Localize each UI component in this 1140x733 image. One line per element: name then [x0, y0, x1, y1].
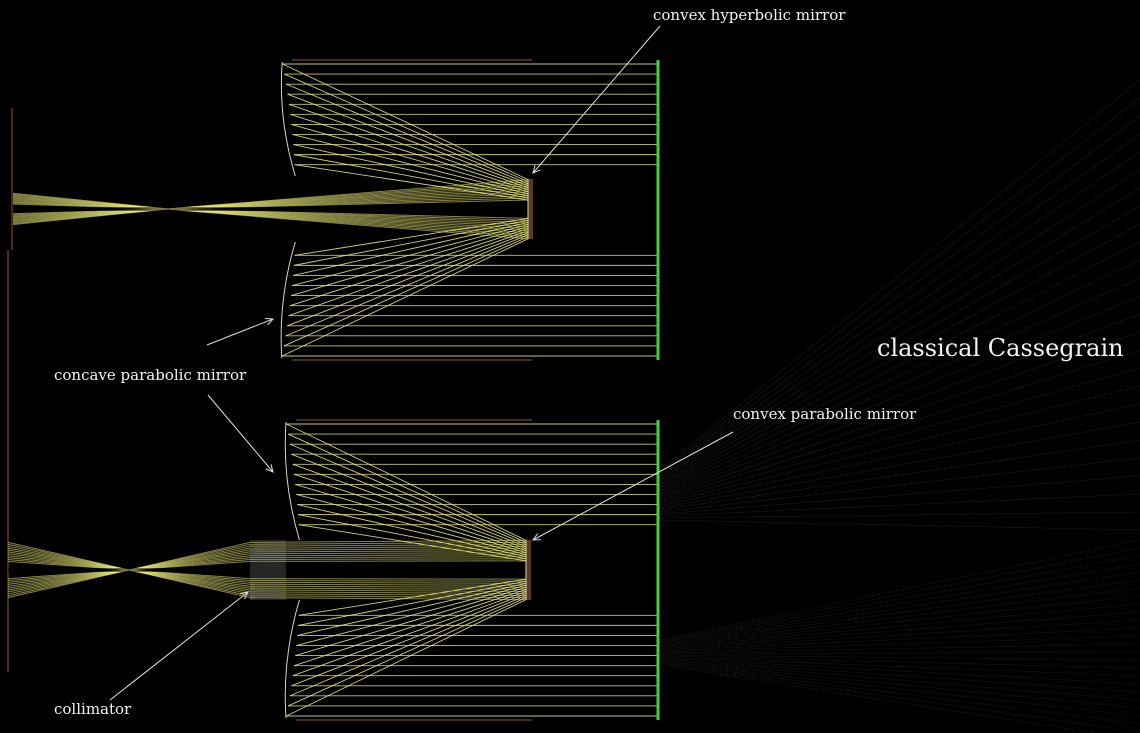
converging-ray: [249, 591, 527, 594]
converging-ray: [249, 543, 527, 547]
converging-ray: [249, 541, 527, 545]
converging-ray: [249, 578, 527, 580]
label-convex-hyperbolic-mirror: convex hyperbolic mirror: [653, 6, 846, 24]
label-concave-parabolic-mirror: concave parabolic mirror: [54, 366, 247, 384]
arrow-concave-top: [206, 318, 274, 346]
reflected-ray: [294, 588, 527, 667]
arrow-concave-bottom: [207, 394, 274, 473]
label-convex-parabolic-mirror: convex parabolic mirror: [733, 405, 917, 423]
reflected-ray: [297, 514, 527, 560]
primary-mirror-upper: [280, 61, 296, 177]
arrow-convex-hyperbolic: [532, 25, 661, 174]
reflected-ray: [285, 83, 529, 185]
reflected-ray: [295, 586, 527, 657]
converging-ray: [249, 554, 527, 557]
reflected-ray: [289, 595, 527, 697]
secondary-mirror: [528, 179, 533, 239]
label-collimator: collimator: [54, 700, 132, 718]
reflected-ray: [285, 234, 529, 337]
reflected-ray: [282, 63, 529, 181]
reflected-ray: [297, 504, 527, 558]
collimator-lens: [250, 540, 286, 600]
reflected-ray: [291, 593, 527, 687]
reflected-ray: [290, 113, 529, 191]
primary-mirror-lower: [284, 599, 300, 719]
reflected-ray: [293, 222, 529, 276]
reflected-ray: [287, 93, 529, 187]
arrowhead-icon: [531, 533, 542, 541]
converging-ray: [249, 595, 527, 599]
reflected-ray: [289, 228, 529, 307]
primary-mirror-upper: [284, 421, 300, 541]
reflected-ray: [293, 144, 529, 197]
converging-ray: [249, 546, 527, 549]
arrowhead-icon: [240, 591, 249, 600]
reflected-ray: [292, 134, 529, 195]
secondary-mirror: [526, 540, 531, 600]
reflected-ray: [297, 580, 527, 626]
reflected-ray: [281, 238, 529, 357]
reflected-ray: [286, 423, 527, 541]
converging-ray: [249, 585, 527, 588]
converging-ray: [249, 597, 527, 601]
diagram-title: classical Cassegrain: [877, 334, 1124, 362]
reflected-ray: [284, 73, 529, 183]
reflected-ray: [286, 599, 527, 717]
converging-ray: [249, 589, 527, 592]
reflected-ray: [288, 433, 527, 543]
reflected-ray: [292, 463, 527, 549]
reflected-ray: [288, 597, 527, 707]
arrowhead-icon: [532, 165, 541, 174]
converging-ray: [249, 556, 527, 559]
arrow-collimator: [109, 591, 249, 701]
reflected-ray: [283, 236, 529, 347]
telescope-classical-cassegrain: [7, 59, 660, 672]
reflected-ray: [287, 232, 529, 327]
reflected-ray: [291, 453, 527, 547]
converging-ray: [249, 548, 527, 551]
arrow-convex-parabolic: [532, 431, 734, 541]
reflected-ray: [292, 591, 527, 677]
reflected-ray: [295, 483, 527, 554]
converging-ray: [249, 560, 527, 562]
reflected-ray: [291, 123, 529, 193]
converging-ray: [249, 539, 527, 543]
reflected-ray: [294, 154, 529, 199]
converging-ray: [182, 209, 529, 240]
converging-ray: [249, 593, 527, 597]
arrowhead-icon: [265, 464, 274, 473]
arrowhead-icon: [264, 317, 275, 326]
reflected-ray: [292, 224, 529, 286]
primary-mirror-lower: [280, 241, 296, 359]
converging-ray: [249, 552, 527, 555]
converging-ray: [249, 583, 527, 586]
reflected-ray: [294, 473, 527, 552]
converging-ray: [249, 579, 527, 582]
converging-ray: [249, 587, 527, 590]
converging-ray: [249, 550, 527, 553]
converging-ray: [249, 558, 527, 561]
annotation-arrows: [109, 25, 734, 701]
reflected-ray: [297, 582, 527, 636]
reflected-ray: [288, 230, 529, 317]
converging-ray: [249, 581, 527, 584]
telescope-parabolic-afocal: [7, 419, 660, 721]
reflected-ray: [288, 103, 529, 189]
reflected-ray: [291, 226, 529, 297]
faint-background-rays: [659, 79, 1140, 733]
reflected-ray: [289, 443, 527, 545]
